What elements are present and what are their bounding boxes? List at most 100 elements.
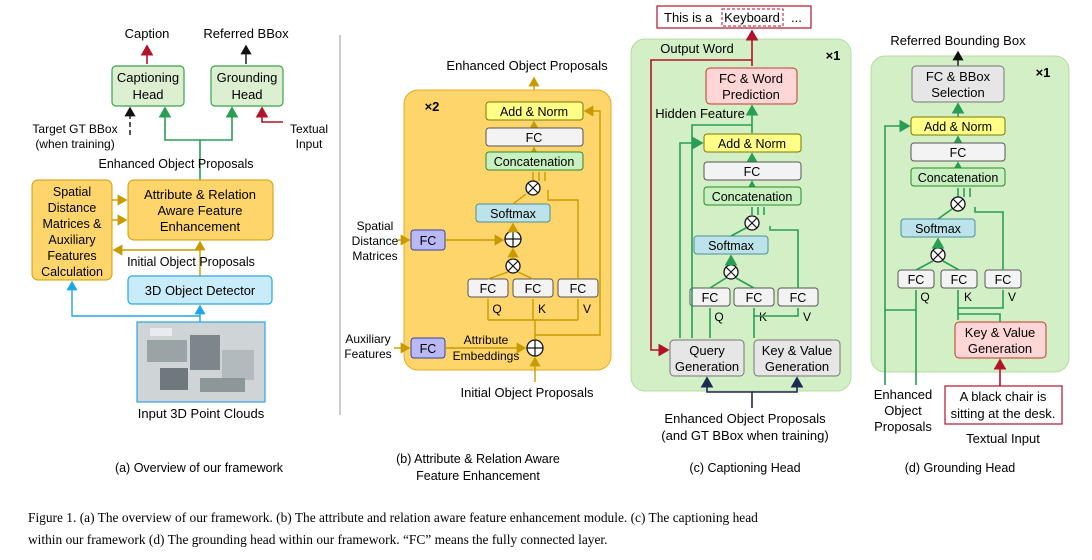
b-concatenation xyxy=(485,151,584,171)
spatial-line2: Distance xyxy=(48,201,97,215)
c-add-norm-label: Add & Norm xyxy=(718,137,786,151)
d-kv-line2: Generation xyxy=(968,341,1032,356)
b-fc-top xyxy=(485,127,584,147)
c-fc-word-prediction xyxy=(705,67,798,105)
b-spatial-line3: Matrices xyxy=(352,249,397,263)
c-bottom-line1: Enhanced Object Proposals xyxy=(664,411,826,426)
c-fc-top-label: FC xyxy=(744,165,761,179)
c-bottom-line2: (and GT BBox when training) xyxy=(661,428,828,443)
c-fc-v-label: FC xyxy=(790,291,807,305)
captioning-head-box xyxy=(111,65,185,107)
b-add-norm-label: Add & Norm xyxy=(500,105,568,119)
d-enhanced-line1: Enhanced xyxy=(874,387,933,402)
c-output-word: Output Word xyxy=(660,41,733,56)
figure-caption-line2: within our framework (d) The grounding h… xyxy=(28,532,607,547)
target-gt-bbox-line1: Target GT BBox xyxy=(32,122,117,136)
c-add-norm xyxy=(703,133,802,153)
b-auxiliary-line2: Features xyxy=(344,347,391,361)
d-fc-top xyxy=(910,142,1006,162)
c-concatenation-label: Concatenation xyxy=(712,190,793,204)
textual-input-line2: Input xyxy=(296,137,323,151)
b-spatial-line2: Distance xyxy=(352,234,399,248)
d-sentence-line1: A black chair is xyxy=(960,389,1047,404)
attr-relation-line2: Aware Feature xyxy=(157,203,242,218)
c-query-line1: Query xyxy=(689,343,725,358)
c-repeat: ×1 xyxy=(826,48,841,63)
c-fc-word-line2: Prediction xyxy=(722,87,780,102)
panel-d: Referred Bounding Box ×1 FC & BBox Selec… xyxy=(870,33,1070,475)
b-add-norm xyxy=(485,101,584,121)
d-kv-line1: Key & Value xyxy=(965,325,1036,340)
d-enhanced-line3: Proposals xyxy=(874,419,932,434)
c-v: V xyxy=(803,310,811,324)
d-concatenation-label: Concatenation xyxy=(918,171,999,185)
grounding-head-box xyxy=(210,65,284,107)
c-kv-generation xyxy=(753,339,841,377)
c-sentence-prefix: This is a xyxy=(664,10,713,25)
c-fc-k-label: FC xyxy=(746,291,763,305)
panel-b: Enhanced Object Proposals ×2 Add & Norm … xyxy=(344,58,612,483)
c-kv-line2: Generation xyxy=(765,359,829,374)
b-k: K xyxy=(538,302,546,316)
d-k: K xyxy=(964,290,972,304)
spatial-line4: Auxiliary xyxy=(48,233,96,247)
grounding-head-line2: Head xyxy=(231,87,262,102)
b-fc-auxiliary-label: FC xyxy=(420,342,437,356)
c-softmax-label: Softmax xyxy=(708,239,755,253)
d-enhanced-line2: Object xyxy=(884,403,922,418)
textual-input-line1: Textual xyxy=(290,122,328,136)
d-add-norm xyxy=(910,116,1006,136)
b-concatenation-label: Concatenation xyxy=(494,155,575,169)
d-fc-bbox-line2: Selection xyxy=(931,85,984,100)
point-cloud-texture xyxy=(147,328,254,392)
c-sentence-box xyxy=(656,5,812,29)
c-k: K xyxy=(759,310,767,324)
initial-object-proposals-label: Initial Object Proposals xyxy=(127,255,255,269)
subcaption-b-line1: (b) Attribute & Relation Aware xyxy=(396,452,560,466)
panel-c: This is a Keyboard ... Output Word ×1 FC… xyxy=(630,5,852,475)
b-attr-emb-line2: Embeddings xyxy=(453,349,520,363)
c-sentence-word: Keyboard xyxy=(724,10,780,25)
d-v: V xyxy=(1008,290,1016,304)
subcaption-b-line2: Feature Enhancement xyxy=(416,469,540,483)
detector-box xyxy=(127,275,273,305)
grounding-head-line1: Grounding xyxy=(217,70,278,85)
c-sentence-word-box xyxy=(721,8,784,27)
panel-b-top-label: Enhanced Object Proposals xyxy=(446,58,608,73)
attr-relation-box xyxy=(127,179,274,241)
b-auxiliary-line1: Auxiliary xyxy=(345,332,390,346)
d-fc-bbox-selection xyxy=(911,65,1005,103)
c-concatenation xyxy=(703,186,802,206)
d-fc-q-label: FC xyxy=(908,273,925,287)
c-hidden-feature: Hidden Feature xyxy=(655,106,745,121)
d-fc-k-label: FC xyxy=(951,273,968,287)
d-softmax-label: Softmax xyxy=(915,222,962,236)
caption-output-label: Caption xyxy=(125,26,170,41)
c-fc-top xyxy=(703,161,802,181)
d-sentence-line2: sitting at the desk. xyxy=(951,406,1056,421)
panel-b-bottom-label: Initial Object Proposals xyxy=(461,385,594,400)
panel-a: Caption Referred BBox Captioning Head Gr… xyxy=(31,26,328,475)
c-q: Q xyxy=(714,310,723,324)
b-q: Q xyxy=(492,302,501,316)
spatial-distance-box xyxy=(31,179,113,281)
enhanced-object-proposals-label: Enhanced Object Proposals xyxy=(99,157,254,171)
d-add-norm-label: Add & Norm xyxy=(924,120,992,134)
b-fc-spatial-label: FC xyxy=(420,234,437,248)
b-fc-v-label: FC xyxy=(570,282,587,296)
d-repeat: ×1 xyxy=(1036,65,1051,80)
spatial-line3: Matrices & xyxy=(42,217,102,231)
attr-relation-line1: Attribute & Relation xyxy=(144,187,256,202)
b-attr-emb-line1: Attribute xyxy=(464,333,509,347)
d-textual-input: Textual Input xyxy=(966,431,1040,446)
subcaption-c: (c) Captioning Head xyxy=(689,461,800,475)
d-q: Q xyxy=(920,290,929,304)
d-fc-top-label: FC xyxy=(950,146,967,160)
d-top-label: Referred Bounding Box xyxy=(890,33,1026,48)
d-concatenation xyxy=(910,167,1006,187)
b-fc-k-label: FC xyxy=(525,282,542,296)
b-v: V xyxy=(583,302,591,316)
c-fc-q-label: FC xyxy=(702,291,719,305)
b-fc-top-label: FC xyxy=(526,131,543,145)
